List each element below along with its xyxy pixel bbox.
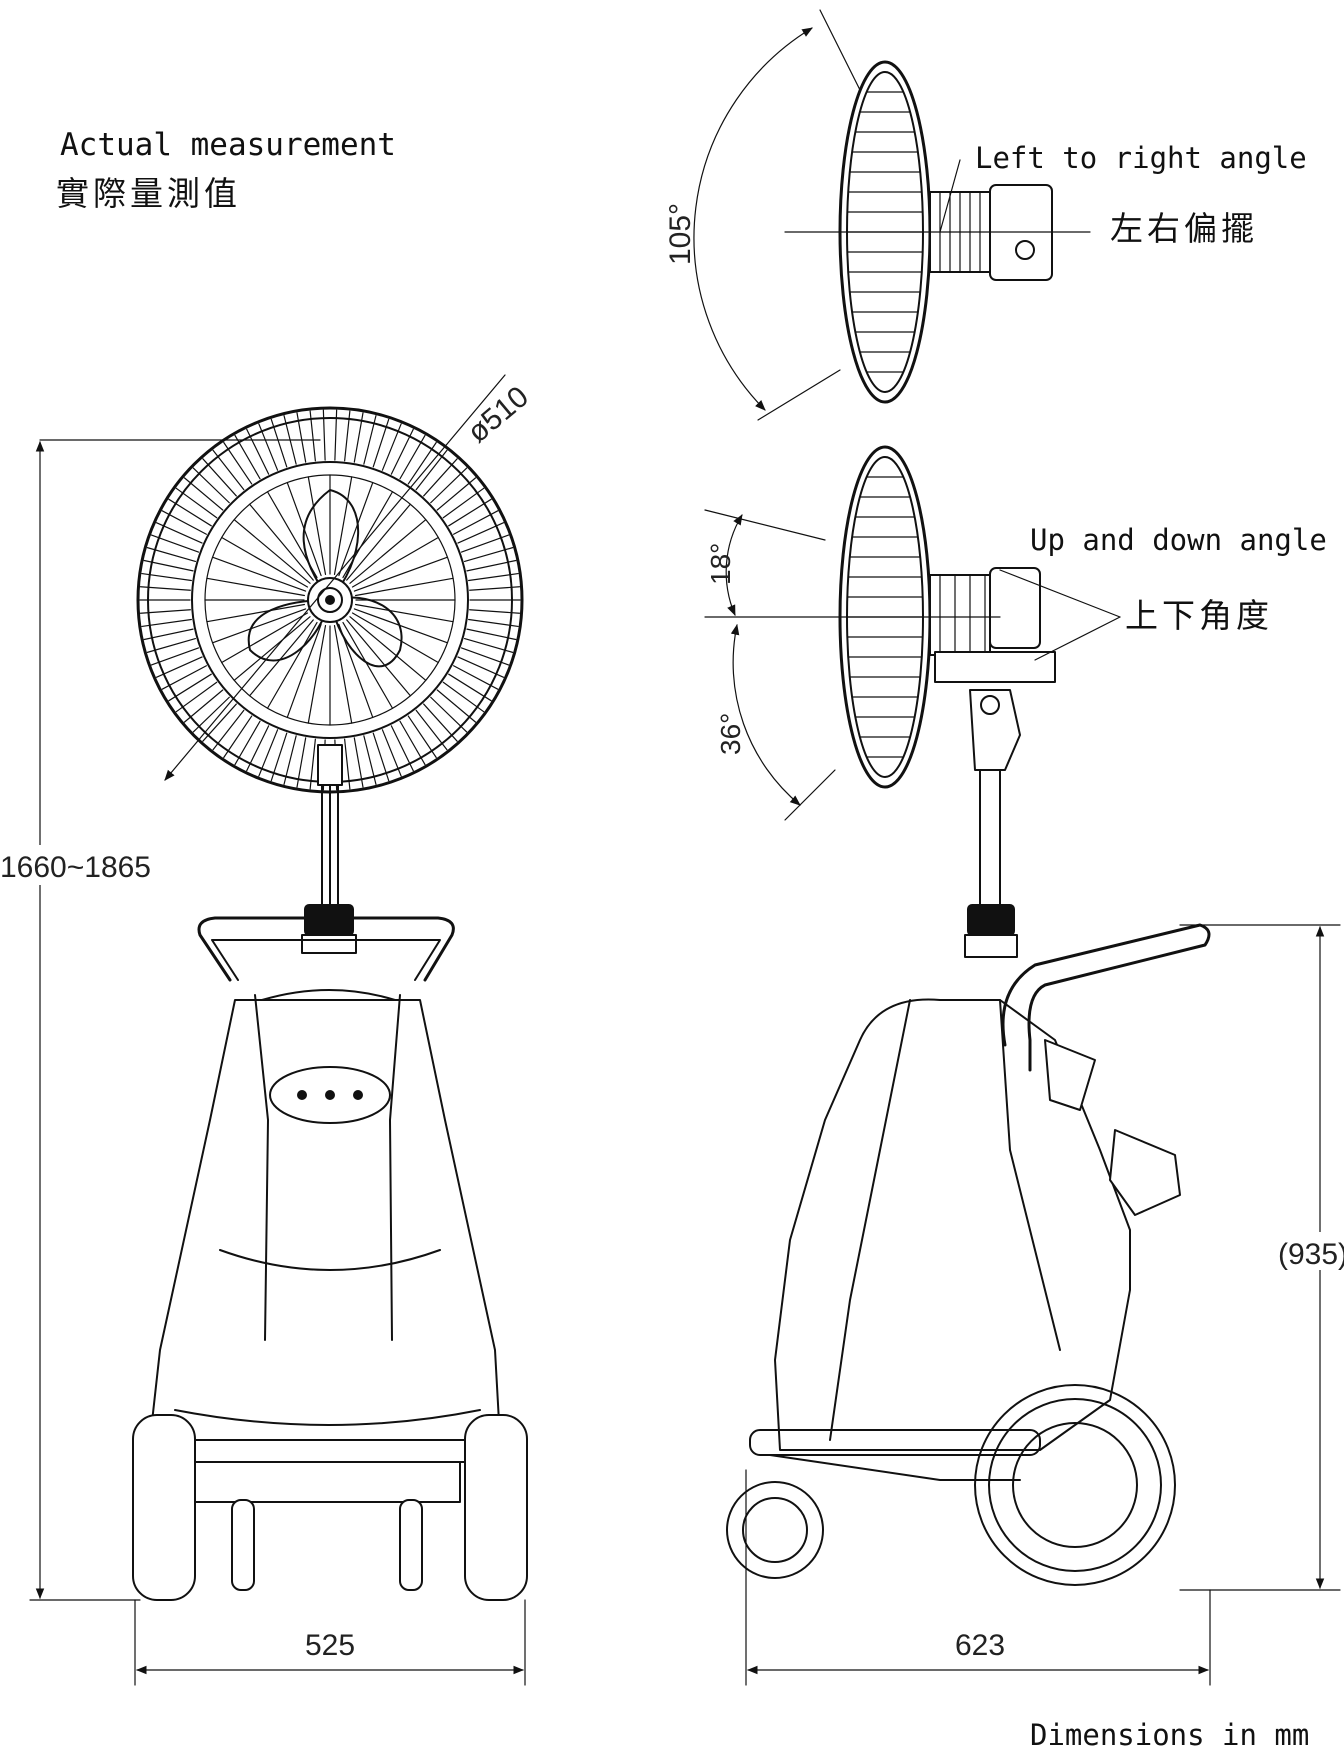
front-base (144, 1439, 511, 1503)
side-depth-label: 623 (955, 1629, 1005, 1662)
handle-height-label: (935) (1278, 1238, 1344, 1271)
front-wheels (132, 1414, 528, 1601)
swing-angle-label: 105° (664, 203, 697, 265)
handle-height-dimension: (935) (1179, 924, 1344, 1591)
fan-diameter-label: ø510 (461, 380, 535, 449)
side-view: 18° 36° Up and down angle 上下角度 (704, 445, 1344, 1686)
side-body (774, 998, 1181, 1451)
swing-fan-head (784, 60, 1091, 404)
side-handle (1001, 923, 1211, 1072)
side-depth-dimension: 623 (745, 1469, 1211, 1686)
tilt-angle-dimension: 18° 36° (704, 509, 836, 821)
swing-view: 105° Left to right angle 左右偏擺 (664, 9, 1307, 421)
front-handle (197, 916, 455, 982)
units-footer: Dimensions in mm (1030, 1718, 1309, 1752)
swing-label-zh: 左右偏擺 (1110, 209, 1258, 248)
front-width-label: 525 (305, 1629, 355, 1662)
measurement-note-zh: 實際量測值 (56, 174, 241, 213)
front-view: ø510 1660~1865 525 (0, 374, 535, 1686)
tilt-label-zh: 上下角度 (1125, 596, 1273, 635)
front-pole (301, 784, 357, 954)
tilt-fan-head (704, 445, 1056, 789)
side-base (749, 1429, 1041, 1481)
tilt-label-en: Up and down angle (1030, 523, 1327, 557)
measurement-note-en: Actual measurement (60, 127, 396, 163)
front-width-dimension: 525 (134, 1599, 526, 1686)
side-wheels (726, 1384, 1176, 1586)
total-height-dimension: 1660~1865 (0, 439, 321, 1601)
tilt-up-angle-label: 18° (705, 543, 736, 585)
front-fan-head (136, 406, 524, 794)
tilt-down-angle-label: 36° (715, 713, 746, 755)
side-pole (964, 689, 1021, 958)
swing-angle-dimension: 105° (664, 9, 861, 421)
swing-label-en: Left to right angle (975, 141, 1307, 175)
front-body (149, 989, 501, 1441)
total-height-label: 1660~1865 (0, 851, 151, 884)
